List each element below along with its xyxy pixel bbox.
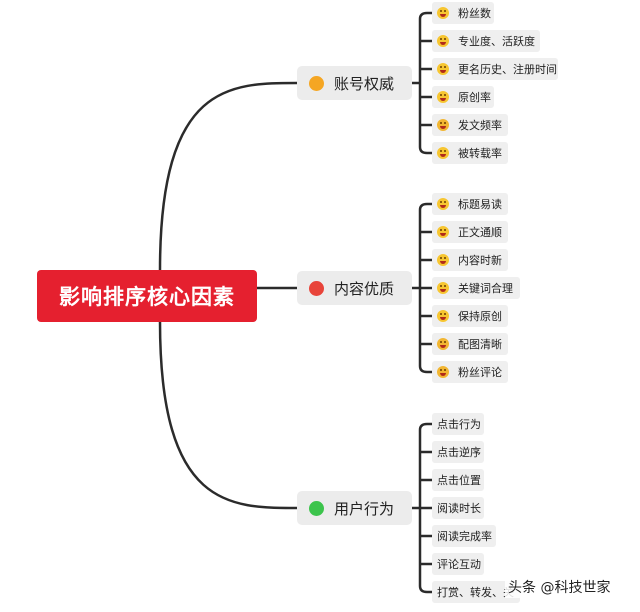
leaf-label: 点击行为 bbox=[437, 418, 481, 431]
leaf-label: 更名历史、注册时间 bbox=[458, 63, 557, 76]
heart-eyes-face-icon bbox=[437, 147, 449, 159]
leaf-node: 打赏、转发、关 bbox=[432, 581, 520, 603]
leaf-label: 粉丝数 bbox=[458, 7, 491, 20]
leaf-node: 被转载率 bbox=[432, 142, 508, 164]
leaf-label: 标题易读 bbox=[458, 198, 502, 211]
smiling-face-icon bbox=[437, 35, 449, 47]
smirking-face-icon bbox=[437, 282, 449, 294]
grinning-face-icon bbox=[437, 198, 449, 210]
leaf-node: 内容时新 bbox=[432, 249, 508, 271]
leaf-label: 点击位置 bbox=[437, 474, 481, 487]
leaf-node: 原创率 bbox=[432, 86, 494, 108]
leaf-node: 配图清晰 bbox=[432, 333, 508, 355]
branch-node: 账号权威 bbox=[297, 66, 412, 100]
rofl-face-icon bbox=[437, 366, 449, 378]
leaf-node: 粉丝数 bbox=[432, 2, 494, 24]
leaf-label: 内容时新 bbox=[458, 254, 502, 267]
leaf-connector-line bbox=[418, 365, 432, 374]
branch-node: 用户行为 bbox=[297, 491, 412, 525]
leaf-node: 关键词合理 bbox=[432, 277, 520, 299]
leaf-connector-line bbox=[418, 11, 432, 20]
leaf-label: 配图清晰 bbox=[458, 338, 502, 351]
winking-face-icon bbox=[437, 226, 449, 238]
leaf-node: 点击行为 bbox=[432, 413, 484, 435]
leaf-node: 评论互动 bbox=[432, 553, 484, 575]
leaf-node: 保持原创 bbox=[432, 305, 508, 327]
branch-node: 内容优质 bbox=[297, 271, 412, 305]
branch-label: 账号权威 bbox=[334, 74, 395, 93]
leaf-connector-line bbox=[418, 422, 432, 431]
leaf-label: 阅读完成率 bbox=[437, 530, 492, 543]
heart-eyes-face-icon bbox=[437, 254, 449, 266]
branch-label: 用户行为 bbox=[334, 499, 395, 518]
grinning-face-icon bbox=[437, 7, 449, 19]
leaf-label: 关键词合理 bbox=[458, 282, 513, 295]
leaf-node: 粉丝评论 bbox=[432, 361, 508, 383]
astonished-face-icon bbox=[437, 310, 449, 322]
expressionless-face-icon bbox=[437, 63, 449, 75]
leaf-label: 被转载率 bbox=[458, 147, 502, 160]
leaf-label: 原创率 bbox=[458, 91, 491, 104]
leaf-node: 阅读时长 bbox=[432, 497, 484, 519]
leaf-label: 专业度、活跃度 bbox=[458, 35, 535, 48]
leaf-label: 正文通顺 bbox=[458, 226, 502, 239]
branch-label: 内容优质 bbox=[334, 279, 395, 298]
root-to-branch-line bbox=[158, 81, 298, 271]
leaf-label: 发文频率 bbox=[458, 119, 502, 132]
leaf-node: 正文通顺 bbox=[432, 221, 508, 243]
leaf-label: 点击逆序 bbox=[437, 446, 481, 459]
rofl-face-icon bbox=[437, 338, 449, 350]
leaf-connector-line bbox=[418, 585, 432, 594]
astonished-face-icon bbox=[437, 91, 449, 103]
leaf-label: 保持原创 bbox=[458, 310, 502, 323]
leaf-label: 粉丝评论 bbox=[458, 366, 502, 379]
leaf-connector-line bbox=[418, 146, 432, 155]
status-dot-icon bbox=[309, 500, 324, 516]
leaf-label: 打赏、转发、关 bbox=[437, 586, 514, 599]
leaf-node: 标题易读 bbox=[432, 193, 508, 215]
leaf-node: 发文频率 bbox=[432, 114, 508, 136]
leaf-node: 阅读完成率 bbox=[432, 525, 496, 547]
leaf-node: 点击位置 bbox=[432, 469, 484, 491]
leaf-label: 阅读时长 bbox=[437, 502, 481, 515]
leaf-node: 更名历史、注册时间 bbox=[432, 58, 558, 80]
root-to-branch-line bbox=[158, 321, 298, 510]
status-dot-icon bbox=[309, 75, 324, 91]
leaf-connector-line bbox=[418, 202, 432, 211]
watermark: 头条 @科技世家 bbox=[505, 576, 614, 598]
rofl-face-icon bbox=[437, 119, 449, 131]
leaf-node: 专业度、活跃度 bbox=[432, 30, 540, 52]
leaf-node: 点击逆序 bbox=[432, 441, 484, 463]
leaf-label: 评论互动 bbox=[437, 558, 481, 571]
status-dot-icon bbox=[309, 280, 324, 296]
root-node: 影响排序核心因素 bbox=[37, 270, 257, 322]
